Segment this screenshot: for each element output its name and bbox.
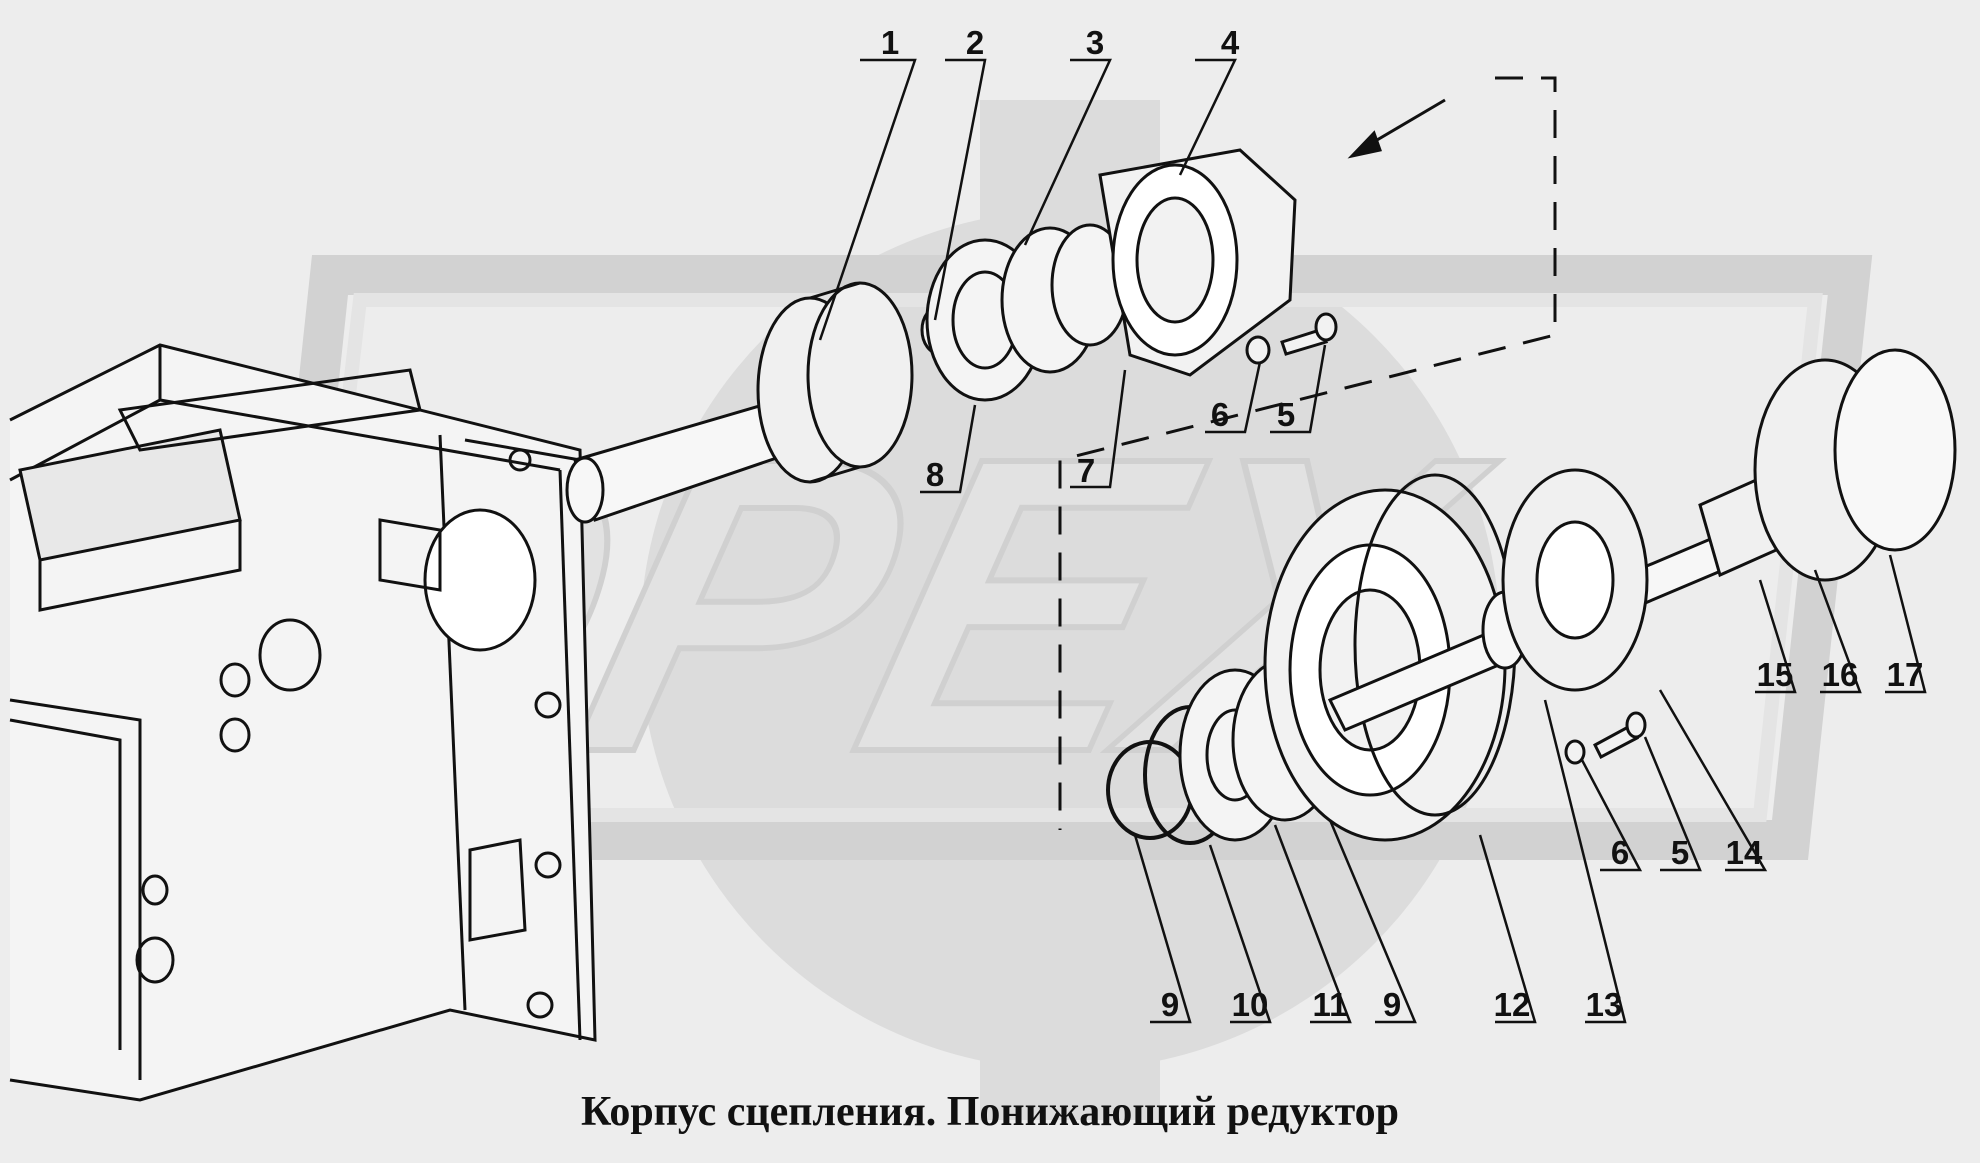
callout-6-lower: 6 xyxy=(1610,834,1630,871)
diagram-caption: Корпус сцепления. Понижающий редуктор xyxy=(580,1089,1400,1135)
callout-8: 8 xyxy=(925,456,945,493)
callout-5: 5 xyxy=(1276,396,1296,433)
callout-9-left: 9 xyxy=(1160,986,1180,1023)
drive-gear-parts-15-17 xyxy=(1698,348,1957,582)
leader-lines xyxy=(818,58,1927,1024)
callout-9-right: 9 xyxy=(1382,986,1402,1023)
callout-2: 2 xyxy=(965,24,985,61)
gear-part-14 xyxy=(1501,468,1649,692)
bolt-washer-upper xyxy=(1245,312,1338,365)
callout-11: 11 xyxy=(1312,986,1348,1023)
callout-12: 12 xyxy=(1493,986,1531,1023)
housing-part-12 xyxy=(1263,473,1517,842)
callout-14: 14 xyxy=(1725,834,1763,871)
callout-16: 16 xyxy=(1821,656,1859,693)
callout-10: 10 xyxy=(1231,986,1269,1023)
callout-13: 13 xyxy=(1585,986,1623,1023)
callout-5-lower: 5 xyxy=(1670,834,1690,871)
callout-17: 17 xyxy=(1886,656,1924,693)
bearing-cover-part-4 xyxy=(1098,148,1297,377)
direction-arrow xyxy=(1347,98,1446,159)
callout-4: 4 xyxy=(1220,24,1240,61)
callout-15: 15 xyxy=(1756,656,1794,693)
clutch-housing xyxy=(9,343,597,1102)
callout-1: 1 xyxy=(880,24,900,61)
callout-6: 6 xyxy=(1210,396,1230,433)
callout-3: 3 xyxy=(1085,24,1105,61)
bearing-upper xyxy=(920,223,1130,402)
gear-part-1 xyxy=(756,281,914,484)
callout-7: 7 xyxy=(1076,452,1096,489)
bolt-washer-lower xyxy=(1564,711,1647,765)
